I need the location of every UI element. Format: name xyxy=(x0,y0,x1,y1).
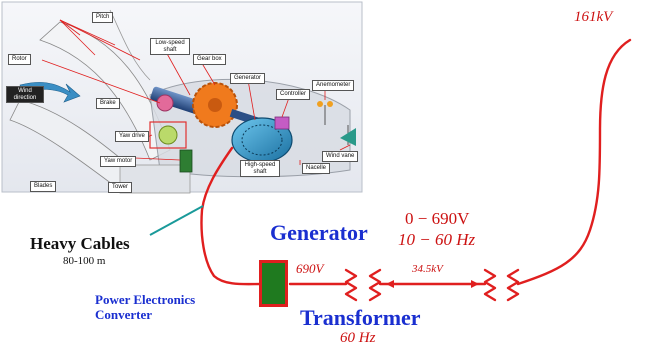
step-up-secondary-coil xyxy=(506,268,520,302)
converter-output-voltage: 690V xyxy=(296,261,324,276)
callout-high-speed-shaft: High-speed shaft xyxy=(240,160,280,178)
grid-voltage: 161kV xyxy=(574,9,613,25)
generator-label: Generator xyxy=(270,220,368,245)
step-up-primary-coil xyxy=(483,268,497,302)
transmission-voltage: 34.5kV xyxy=(412,263,443,275)
callout-anemometer: Anemometer xyxy=(312,80,355,91)
transformer-primary-coil xyxy=(344,268,358,302)
callout-generator: Generator xyxy=(230,73,266,84)
callout-low-speed-shaft: Low-speed shaft xyxy=(150,38,190,56)
callout-blades: Blades xyxy=(30,181,57,192)
callout-pitch: Pitch xyxy=(92,12,114,23)
transformer-label: Transformer xyxy=(300,305,421,330)
callout-brake: Brake xyxy=(96,98,120,109)
callout-tower: Tower xyxy=(108,182,133,193)
power-converter-block xyxy=(259,260,288,307)
heavy-cable-wire xyxy=(200,146,264,286)
generator-frequency-range: 10 − 60 Hz xyxy=(398,230,476,249)
callout-yaw-motor: Yaw motor xyxy=(100,156,137,167)
converter-label-line2: Converter xyxy=(95,307,153,322)
callout-wind-vane: Wind vane xyxy=(322,151,359,162)
grid-frequency: 60 Hz xyxy=(340,330,376,346)
heavy-cables-pointer xyxy=(149,205,204,236)
callout-yaw-drive: Yaw drive xyxy=(115,131,149,142)
heavy-cables-label: Heavy Cables xyxy=(30,234,130,253)
cable-length-label: 80-100 m xyxy=(63,255,106,267)
grid-connection-wire xyxy=(516,38,632,286)
transformer-secondary-coil xyxy=(368,268,382,302)
callout-wind-direction: Wind direction xyxy=(6,86,44,104)
callout-gear-box: Gear box xyxy=(193,54,226,65)
converter-label-line1: Power Electronics xyxy=(95,292,196,307)
callout-controller: Controller xyxy=(276,89,311,100)
callout-rotor: Rotor xyxy=(8,54,31,65)
callout-nacelle: Nacelle xyxy=(302,163,331,174)
generator-voltage-range: 0 − 690V xyxy=(405,209,470,228)
